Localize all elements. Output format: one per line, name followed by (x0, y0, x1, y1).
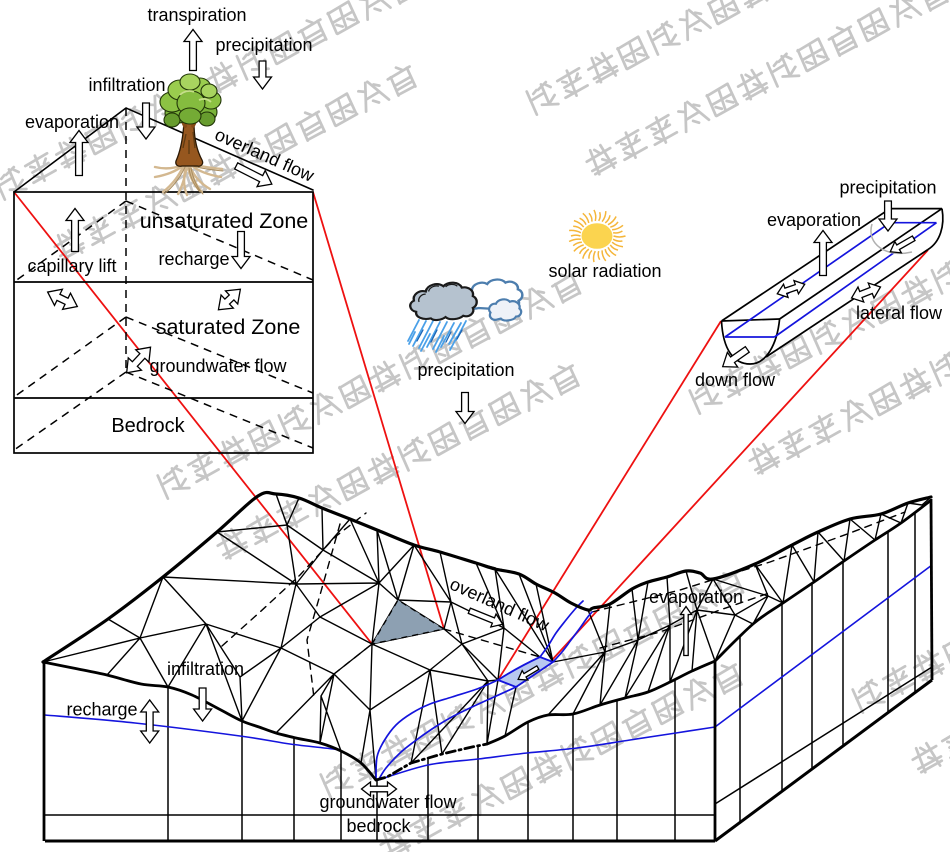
svg-text:evaporation: evaporation (25, 112, 119, 132)
svg-text:precipitation: precipitation (839, 178, 936, 198)
svg-text:lateral flow: lateral flow (856, 303, 943, 323)
svg-text:capillary lift: capillary lift (27, 256, 116, 276)
svg-text:evaporation: evaporation (767, 210, 861, 230)
svg-text:infiltration: infiltration (167, 659, 244, 679)
svg-text:precipitation: precipitation (215, 35, 312, 55)
svg-text:bedrock: bedrock (346, 816, 411, 836)
svg-text:groundwater flow: groundwater flow (319, 792, 457, 812)
svg-text:solar radiation: solar radiation (548, 261, 661, 281)
svg-text:transpiration: transpiration (147, 5, 246, 25)
svg-text:unsaturated Zone: unsaturated Zone (140, 209, 309, 233)
svg-text:precipitation: precipitation (417, 360, 514, 380)
svg-text:saturated Zone: saturated Zone (156, 315, 301, 339)
svg-text:groundwater flow: groundwater flow (149, 356, 287, 376)
svg-text:recharge: recharge (158, 249, 229, 269)
svg-text:infiltration: infiltration (88, 75, 165, 95)
svg-text:down flow: down flow (695, 370, 776, 390)
svg-text:Bedrock: Bedrock (111, 415, 185, 437)
svg-text:evaporation: evaporation (649, 587, 743, 607)
svg-text:recharge: recharge (66, 700, 137, 720)
